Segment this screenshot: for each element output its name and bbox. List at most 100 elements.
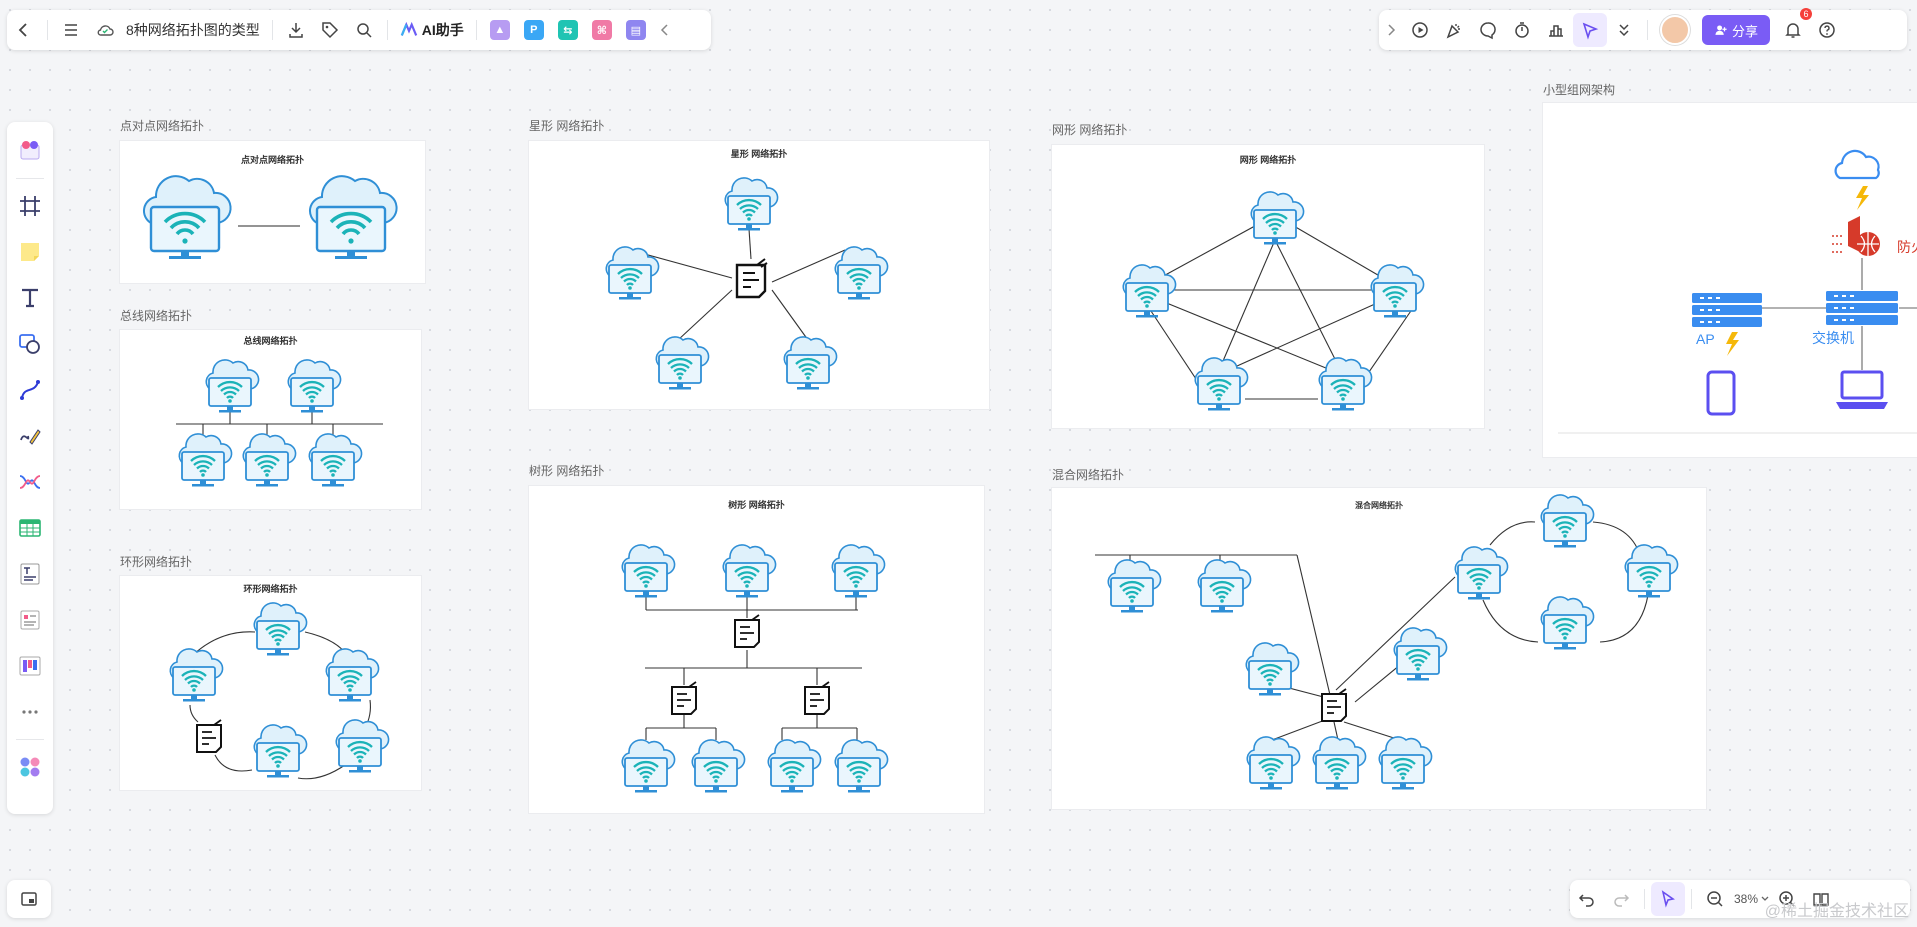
comment-button[interactable] <box>1471 13 1505 47</box>
user-plus-icon <box>1715 25 1727 35</box>
network-pc-icon <box>142 174 233 261</box>
bell-icon <box>1785 23 1801 38</box>
network-pc-icon <box>767 738 822 794</box>
frame-tree[interactable]: 树形 网络拓扑 <box>529 486 984 813</box>
p2p-diagram <box>142 174 399 261</box>
mesh-diagram <box>1146 214 1416 400</box>
user-avatar[interactable] <box>1660 15 1690 45</box>
p-app-icon[interactable]: P <box>523 20 544 40</box>
notification-badge: 6 <box>1800 8 1813 20</box>
present-button[interactable] <box>1403 13 1437 47</box>
more-button[interactable] <box>12 694 48 730</box>
celebrate-button[interactable] <box>1437 13 1471 47</box>
more-tools-button[interactable] <box>1607 13 1641 47</box>
chevron-down-icon[interactable] <box>1760 894 1770 904</box>
network-pc-icon <box>1197 558 1252 614</box>
ai-assistant-button[interactable]: AI助手 <box>394 20 470 40</box>
network-pc-icon <box>287 358 342 414</box>
divider <box>475 20 477 40</box>
network-pc-icon <box>722 543 777 599</box>
tag-button[interactable] <box>313 13 347 47</box>
tag-icon <box>322 22 338 39</box>
flow-app-icon[interactable]: ⇆ <box>557 20 578 40</box>
mindmap-app-icon[interactable]: ⌘ <box>591 20 612 40</box>
collapse-apps-button[interactable] <box>653 13 677 47</box>
timer-icon <box>1515 22 1529 38</box>
expand-button[interactable] <box>1379 13 1403 47</box>
frame-label-tree: 树形 网络拓扑 <box>529 464 605 478</box>
zoom-in-button[interactable] <box>1770 882 1804 916</box>
templates-button[interactable] <box>12 133 48 169</box>
ai-logo-icon <box>400 21 417 36</box>
network-pc-icon <box>335 718 390 774</box>
minimap-toggle[interactable] <box>7 880 51 918</box>
divider <box>1647 20 1648 40</box>
help-button[interactable] <box>1810 13 1844 47</box>
search-icon <box>357 23 372 38</box>
frame-title-p2p: 点对点网络拓扑 <box>240 155 304 165</box>
guide-button[interactable] <box>1804 882 1838 916</box>
menu-icon <box>65 24 77 36</box>
undo-button[interactable] <box>1570 882 1604 916</box>
bus-diagram <box>176 410 383 438</box>
vote-button[interactable] <box>1539 13 1573 47</box>
network-pc-icon <box>1246 735 1301 791</box>
export-button[interactable] <box>279 13 313 47</box>
network-pc-icon <box>308 432 363 488</box>
switch-label: 交换机 <box>1812 330 1854 346</box>
plugins-button[interactable] <box>12 749 48 785</box>
frame-title-ring: 环形网络拓扑 <box>243 584 298 594</box>
select-tool-button[interactable] <box>1651 882 1685 916</box>
comment-app-icon[interactable]: ▤ <box>625 20 646 40</box>
timer-button[interactable] <box>1505 13 1539 47</box>
shape-icon <box>19 334 40 354</box>
zoom-out-button[interactable] <box>1698 882 1732 916</box>
card-tool[interactable] <box>12 602 48 638</box>
menu-button[interactable] <box>54 13 88 47</box>
frame-label-hybrid: 混合网络拓扑 <box>1052 468 1125 482</box>
text-doc-tool[interactable] <box>12 556 48 592</box>
network-pc-icon <box>1194 356 1249 412</box>
comment-icon <box>1480 22 1496 40</box>
text-document-icon <box>20 563 40 585</box>
connector-tool[interactable] <box>12 372 48 408</box>
network-pc-icon <box>205 358 260 414</box>
pen-icon <box>20 429 41 445</box>
notification-button[interactable]: 6 <box>1776 8 1813 47</box>
watermark: @稀土掘金技术社区 <box>1764 903 1909 920</box>
cloud-sync-status[interactable] <box>88 13 122 47</box>
document-node-icon <box>735 257 769 299</box>
network-pc-icon <box>169 647 224 703</box>
laptop-icon <box>1836 370 1888 409</box>
top-right-toolbar: 分享 6 <box>1379 8 1907 50</box>
image-app-icon[interactable]: ▲ <box>489 20 510 40</box>
ap-label: AP <box>1696 331 1715 347</box>
kanban-icon <box>19 656 41 676</box>
mindmap-tool[interactable] <box>12 464 48 500</box>
pen-tool[interactable] <box>12 418 48 454</box>
double-chevron-down-icon <box>1619 24 1629 37</box>
card-icon <box>20 610 40 630</box>
back-button[interactable] <box>7 13 41 47</box>
share-button[interactable]: 分享 <box>1702 15 1771 45</box>
kanban-tool[interactable] <box>12 648 48 684</box>
text-tool[interactable] <box>12 280 48 316</box>
podium-icon <box>1549 25 1563 37</box>
follow-cursor-button[interactable] <box>1573 13 1607 47</box>
frame-tool[interactable] <box>12 188 48 224</box>
document-title[interactable]: 8种网络拓扑图的类型 <box>126 22 260 38</box>
network-pc-icon <box>1454 545 1509 601</box>
shape-tool[interactable] <box>12 326 48 362</box>
left-toolbar <box>7 122 53 814</box>
table-tool[interactable] <box>12 510 48 546</box>
sticky-note-tool[interactable] <box>12 234 48 270</box>
redo-button[interactable] <box>1604 882 1638 916</box>
network-pc-icon <box>655 335 710 391</box>
divider <box>47 20 48 40</box>
frame-title-hybrid: 混合网络拓扑 <box>1355 501 1403 510</box>
search-button[interactable] <box>347 13 381 47</box>
network-pc-icon <box>1370 263 1425 319</box>
zoom-level[interactable]: 38% <box>1734 892 1759 906</box>
frame-label-mesh: 网形 网络拓扑 <box>1052 123 1128 137</box>
